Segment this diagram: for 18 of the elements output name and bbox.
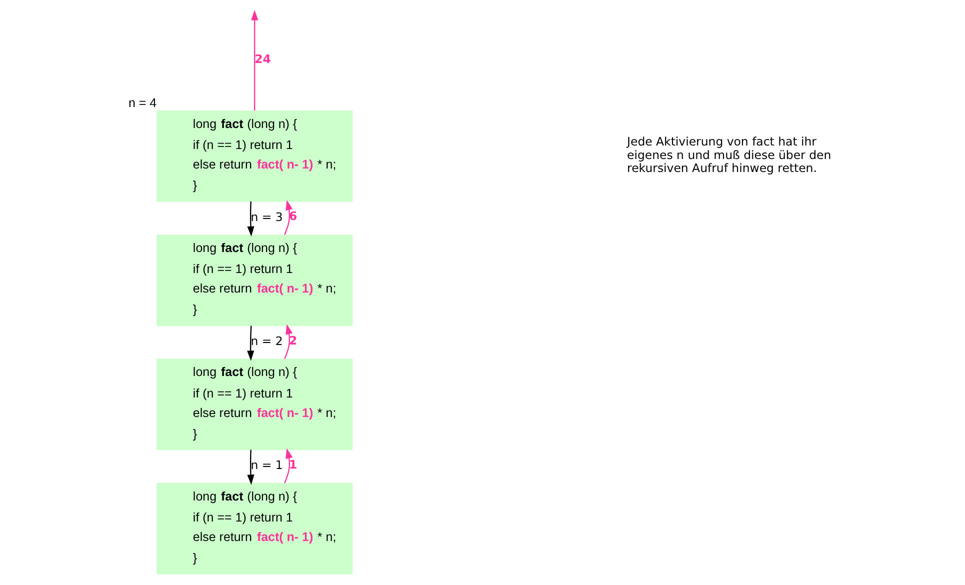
node-box: long fact (long n) { if (n == 1) return 1 else return fact( n- 1)* n; }: [156, 234, 352, 326]
label: Jede Aktivierung von fact hat ihr eigenes n und muß diese über den rekursiven Aufruf hinweg retten.: [626, 134, 831, 176]
node-box: long fact (long n) { if (n == 1) return 1 else return fact( n- 1)* n; }: [156, 358, 352, 450]
arrow: [284, 448, 292, 484]
arrow: [246, 201, 254, 237]
edge-label: n = 1: [250, 458, 282, 472]
arrow: [246, 450, 254, 485]
arrow: [284, 200, 292, 235]
node-label: n = 4: [128, 96, 156, 110]
edge-label: 1: [288, 457, 297, 472]
node-box: long fact (long n) { if (n == 1) return 1 else return fact( n- 1)* n; }: [156, 482, 352, 574]
edge-label: 6: [288, 209, 297, 224]
arrow: [246, 326, 254, 361]
arrow: [250, 10, 258, 111]
edge-label: 24: [254, 52, 270, 66]
edge-label: n = 2: [250, 334, 282, 348]
node-box: long fact (long n) { if (n == 1) return 1 else return fact( n- 1)* n; }: [156, 110, 352, 202]
edge-label: n = 3: [250, 210, 282, 224]
